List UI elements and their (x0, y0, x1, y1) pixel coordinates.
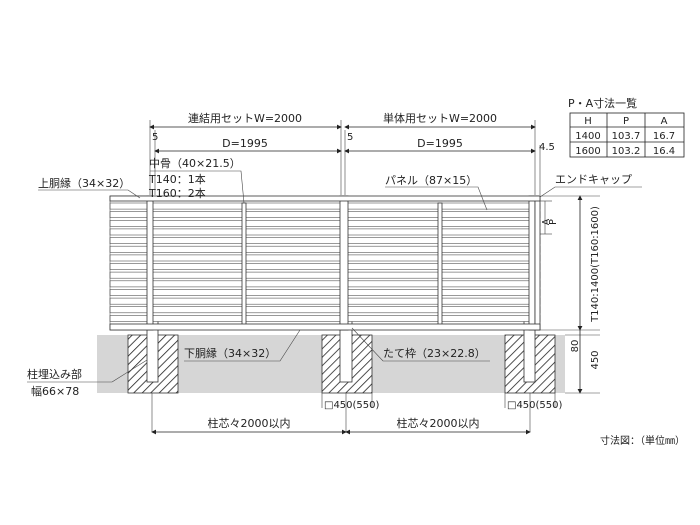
label-post-embed: 柱埋込み部 (27, 367, 82, 381)
panel-slat (109, 245, 541, 253)
table-header-p: P (623, 116, 629, 127)
post-right (528, 195, 536, 331)
end-cap (534, 195, 541, 331)
mid-rail-left (241, 202, 247, 326)
table-cell: 16.7 (653, 131, 675, 142)
panel-slat (109, 263, 541, 270)
table-cell: 1600 (575, 146, 600, 157)
label-t140: T140：1本 (148, 172, 206, 186)
panel-slat (109, 289, 541, 296)
label-tatewaku: たて枠（23×22.8） (383, 346, 486, 360)
label-shitadou: 下胴縁（34×32） (184, 346, 276, 360)
gap-mid-5: 5 (347, 132, 353, 143)
fence-frame (109, 195, 541, 331)
top-rail (109, 195, 541, 202)
table-header-a: A (661, 116, 668, 127)
panel-slat (109, 228, 541, 236)
foundation-right-size: □450(550) (507, 400, 563, 411)
panel-slat (109, 211, 541, 219)
panel-slat (109, 237, 541, 245)
table-border (569, 112, 685, 158)
callouts: 中骨（40×21.5） T140：1本 T160：2本 上胴縁（34×32） パ… (27, 157, 642, 398)
right-set-width: 単体用セットW=2000 (383, 111, 497, 125)
pa-dimension-table: P・A寸法一覧 H P A 1400 103.7 16.7 1600 103.2… (568, 96, 685, 158)
panel-slat (109, 306, 541, 314)
left-set-width: 連結用セットW=2000 (188, 111, 302, 125)
table-title: P・A寸法一覧 (568, 96, 637, 110)
panel-slat (109, 280, 541, 288)
foundation-mid-size: □450(550) (324, 400, 380, 411)
ground-80: 80 (570, 340, 581, 353)
panel-slat (109, 202, 541, 210)
panel-slat (109, 315, 541, 322)
ground-450: 450 (590, 350, 601, 369)
post-middle (339, 195, 349, 331)
panel-slat (109, 254, 541, 262)
height-label: T140:1400(T160:1600) (590, 206, 601, 323)
bottom-dimensions: □450(550) □450(550) 柱芯々2000以内 柱芯々2000以内 (151, 393, 563, 435)
left-panel-d: D=1995 (222, 137, 268, 150)
label-kamidou: 上胴縁（34×32） (38, 176, 130, 190)
label-panel: パネル（87×15） (385, 174, 477, 187)
post-pitch-right: 柱芯々2000以内 (397, 416, 480, 430)
table-cell: 1400 (575, 131, 600, 142)
post-left (146, 195, 154, 331)
a-mark: A (541, 218, 552, 225)
table-cell: 103.7 (612, 131, 641, 142)
label-endcap: エンドキャップ (555, 173, 632, 186)
post-pitch-left: 柱芯々2000以内 (208, 416, 291, 430)
footer-unit-note: 寸法図：（単位㎜） (600, 434, 685, 447)
label-post-width: 幅66×78 (31, 385, 79, 398)
label-t160: T160：2本 (148, 186, 206, 200)
table-cell: 103.2 (612, 146, 641, 157)
panel-slat (109, 271, 541, 279)
bottom-rail (109, 323, 541, 331)
foundation-left (127, 334, 179, 394)
table-cell: 16.4 (653, 146, 675, 157)
fence-panels (109, 202, 541, 322)
panel-slat (109, 297, 541, 305)
panel-slat (109, 220, 541, 227)
ground-section (97, 319, 565, 394)
right-panel-d: D=1995 (417, 137, 463, 150)
table-header-h: H (584, 116, 592, 127)
height-dimensions: T140:1400(T160:1600) 80 450 A P (540, 195, 601, 394)
mid-rail-right (437, 202, 443, 326)
foundation-right (504, 334, 556, 394)
gap-left-5: 5 (152, 132, 158, 143)
p-mark: P (548, 219, 559, 225)
label-nakabone: 中骨（40×21.5） (149, 157, 241, 170)
top-dimensions: 連結用セットW=2000 単体用セットW=2000 5 5 4.5 D=1995… (149, 111, 555, 195)
end-gap-4-5: 4.5 (539, 142, 555, 153)
